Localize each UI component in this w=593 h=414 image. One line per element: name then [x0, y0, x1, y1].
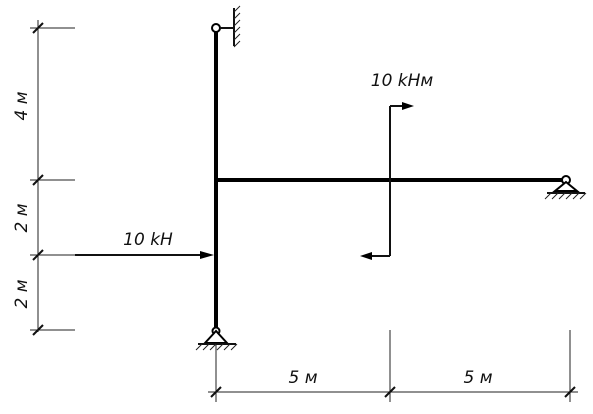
force-label: 10 kH [123, 230, 173, 250]
top-support [211, 5, 241, 48]
dim-label-5m-right: 5 м [463, 368, 492, 388]
moment-top-arrowhead [402, 102, 414, 110]
top-hinge [211, 23, 221, 33]
bottom-pin-support [195, 326, 238, 351]
dim-label-5m-left: 5 м [288, 368, 317, 388]
frame [214, 32, 564, 330]
left-dimension-chain: 4 м 2 м 2 м [12, 20, 75, 336]
bottom-dimension-chain: 5 м 5 м [208, 330, 578, 402]
dim-label-2m-lower: 2 м [12, 279, 32, 308]
moment-label: 10 kHм [371, 71, 434, 91]
dim-label-2m-upper: 2 м [12, 203, 32, 232]
right-roller-support [544, 175, 587, 200]
moment-load: 10 kHм [360, 71, 433, 260]
moment-bottom-arrowhead [360, 252, 372, 260]
horizontal-force-arrow: 10 kH [75, 230, 214, 259]
dim-label-4m: 4 м [12, 91, 32, 120]
